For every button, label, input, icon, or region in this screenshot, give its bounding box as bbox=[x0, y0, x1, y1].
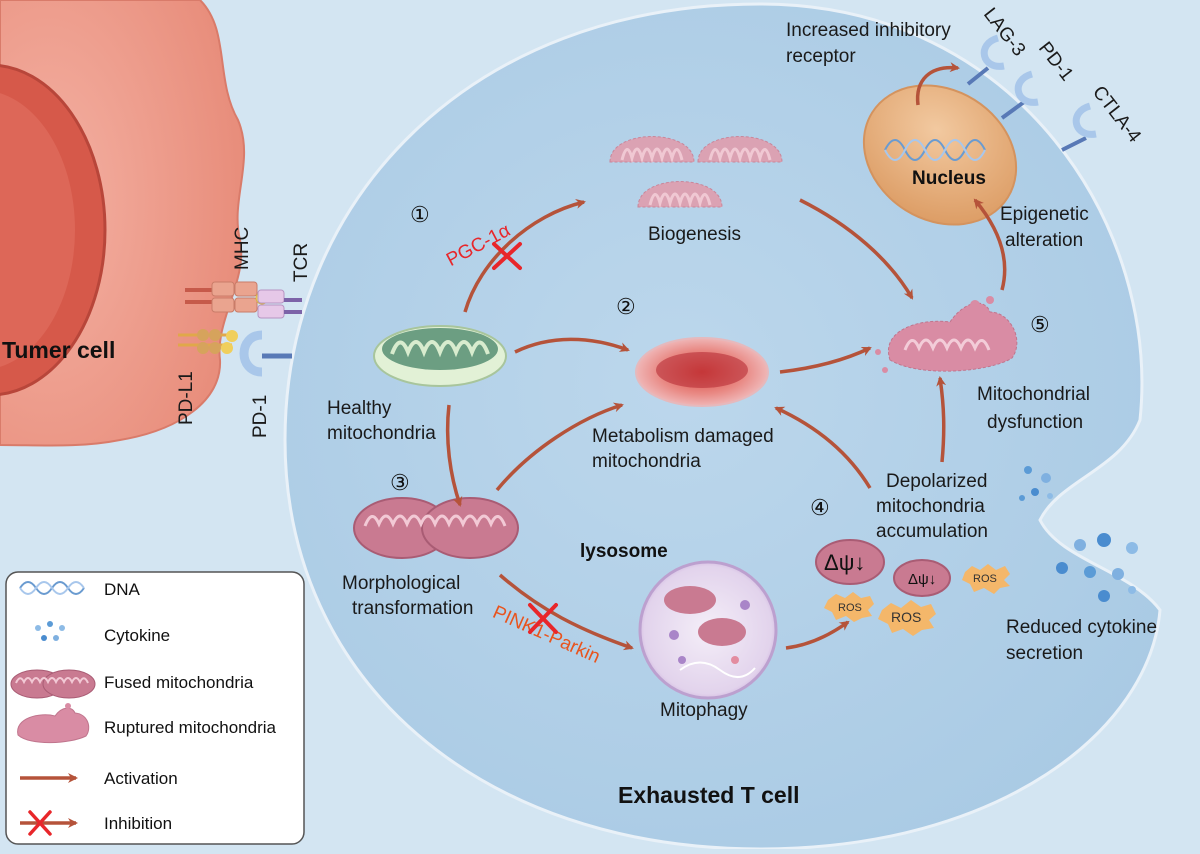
ros-label-1: ROS bbox=[973, 573, 997, 585]
arrow-depolarized-to-metabolism bbox=[774, 406, 872, 489]
tcr-label: TCR bbox=[291, 243, 312, 282]
epigenetic-label-1: Epigenetic bbox=[1000, 204, 1089, 225]
exhausted-t-cell-label: Exhausted T cell bbox=[618, 782, 800, 808]
ros-burst-3: ROS bbox=[878, 600, 936, 636]
inhibitory-receptors bbox=[966, 34, 1097, 152]
increased-receptor-label-1: Increased inhibitory bbox=[786, 20, 951, 41]
nucleus bbox=[862, 84, 1018, 226]
pd-l1-label: PD-L1 bbox=[176, 371, 197, 425]
pd-1-surface-label: PD-1 bbox=[250, 395, 271, 438]
biogenesis-mitochondria bbox=[609, 136, 783, 209]
epigenetic-label-2: alteration bbox=[1005, 230, 1083, 251]
inhibition-cross-pink bbox=[528, 603, 558, 634]
arrow-morphological-to-metabolism bbox=[495, 402, 624, 492]
arrow-biogenesis-to-dysfunction bbox=[799, 198, 914, 300]
increased-receptor-label-2: receptor bbox=[786, 46, 856, 67]
healthy-label-2: mitochondria bbox=[327, 423, 436, 444]
depolarized-label-1: Depolarized bbox=[886, 471, 987, 492]
depolarized-mitochondria bbox=[815, 539, 951, 597]
cytokine-cluster-outer bbox=[1056, 533, 1138, 602]
healthy-mitochondria bbox=[373, 325, 507, 387]
ruptured-mitochondria-icon bbox=[17, 703, 90, 744]
legend-box: DNA Cytokine Fused mitochondria Ruptured… bbox=[5, 571, 305, 845]
arrow-nucleus-to-receptors bbox=[915, 62, 960, 106]
inhibition-arrow-icon bbox=[20, 810, 78, 836]
fused-mitochondria-icon bbox=[10, 669, 96, 699]
mhc-label: MHC bbox=[232, 227, 253, 270]
morphological-label-1: Morphological bbox=[342, 573, 460, 594]
arrow-morphological-to-mitophagy bbox=[498, 573, 634, 651]
healthy-label-1: Healthy bbox=[327, 398, 392, 419]
legend-inhibition-label: Inhibition bbox=[104, 814, 172, 833]
legend-ruptured-label: Ruptured mitochondria bbox=[104, 718, 277, 737]
activation-arrows bbox=[445, 62, 1007, 651]
tumor-cell bbox=[0, 0, 246, 447]
step-3-marker: ③ bbox=[390, 470, 410, 495]
depolarized-label-3: accumulation bbox=[876, 521, 988, 542]
nucleus-label: Nucleus bbox=[912, 168, 986, 189]
legend-cytokine-label: Cytokine bbox=[104, 626, 170, 645]
legend-fused-label: Fused mitochondria bbox=[104, 673, 254, 692]
pdl1-pd1-complex bbox=[178, 329, 292, 377]
ros-burst-2: ROS bbox=[824, 592, 874, 622]
arrow-mitophagy-to-depolarized bbox=[785, 620, 850, 650]
depolarized-label-2: mitochondria bbox=[876, 496, 985, 517]
arrow-healthy-to-metabolism bbox=[514, 337, 630, 354]
metabolism-label-2: mitochondria bbox=[592, 451, 701, 472]
step-5-marker: ⑤ bbox=[1030, 312, 1050, 337]
cytokine-cluster-inner bbox=[1019, 466, 1053, 501]
ros-label-3: ROS bbox=[891, 609, 921, 625]
inhibition-cross-pgc bbox=[492, 242, 522, 270]
arrow-healthy-to-biogenesis bbox=[463, 199, 586, 313]
step-1-marker: ① bbox=[410, 202, 430, 227]
arrow-metabolism-to-dysfunction bbox=[779, 346, 872, 374]
mitophagy-label: Mitophagy bbox=[660, 700, 748, 721]
tumor-cell-label: Tumer cell bbox=[2, 337, 115, 363]
dna-helix-icon bbox=[884, 139, 986, 161]
dysfunction-label-2: dysfunction bbox=[987, 412, 1083, 433]
delta-psi-small: Δψ↓ bbox=[908, 571, 936, 588]
reduced-cytokine-label-2: secretion bbox=[1006, 643, 1083, 664]
step-4-marker: ④ bbox=[810, 495, 830, 520]
arrow-healthy-to-morphological bbox=[445, 404, 463, 507]
cytokine-icon bbox=[35, 621, 65, 641]
ros-burst-1: ROS bbox=[962, 564, 1010, 594]
lysosome bbox=[638, 560, 778, 700]
biogenesis-label: Biogenesis bbox=[648, 224, 741, 245]
metabolism-damaged-mitochondria bbox=[635, 337, 769, 407]
legend-activation-label: Activation bbox=[104, 769, 178, 788]
dysfunction-label-1: Mitochondrial bbox=[977, 384, 1090, 405]
fused-mitochondria bbox=[353, 497, 519, 559]
delta-psi-large: Δψ↓ bbox=[824, 550, 865, 575]
legend-dna-label: DNA bbox=[104, 580, 141, 599]
dna-icon bbox=[19, 581, 85, 595]
metabolism-label-1: Metabolism damaged bbox=[592, 426, 774, 447]
mhc-tcr-complex bbox=[185, 281, 302, 319]
reduced-cytokine-label-1: Reduced cytokine bbox=[1006, 617, 1157, 638]
ros-label-2: ROS bbox=[838, 602, 862, 614]
lysosome-label: lysosome bbox=[580, 541, 668, 562]
arrow-depolarized-to-dysfunction bbox=[936, 376, 947, 463]
arrow-dysfunction-to-nucleus bbox=[973, 198, 1007, 291]
ruptured-mitochondria bbox=[875, 296, 1018, 373]
step-2-marker: ② bbox=[616, 294, 636, 319]
morphological-label-2: transformation bbox=[352, 598, 473, 619]
